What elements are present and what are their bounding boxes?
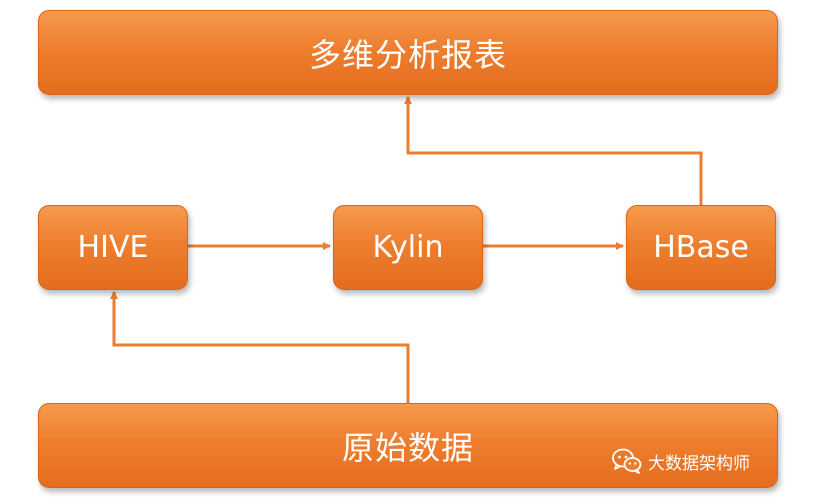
- arrow-hbase-to-report: [404, 96, 703, 205]
- node-raw-data: 原始数据: [38, 403, 778, 488]
- arrow-raw-data-to-hive: [110, 291, 410, 403]
- node-label: Kylin: [372, 230, 444, 265]
- node-multidimensional-report: 多维分析报表: [38, 10, 778, 95]
- node-kylin: Kylin: [333, 205, 483, 290]
- node-hive: HIVE: [38, 205, 188, 290]
- watermark: 大数据架构师: [612, 446, 750, 476]
- node-label: 多维分析报表: [308, 35, 507, 74]
- node-hbase: HBase: [626, 205, 776, 290]
- node-label: HIVE: [77, 230, 149, 265]
- watermark-text: 大数据架构师: [648, 453, 750, 474]
- wechat-icon: [612, 446, 642, 476]
- node-label: HBase: [653, 230, 749, 265]
- node-label: 原始数据: [341, 428, 474, 467]
